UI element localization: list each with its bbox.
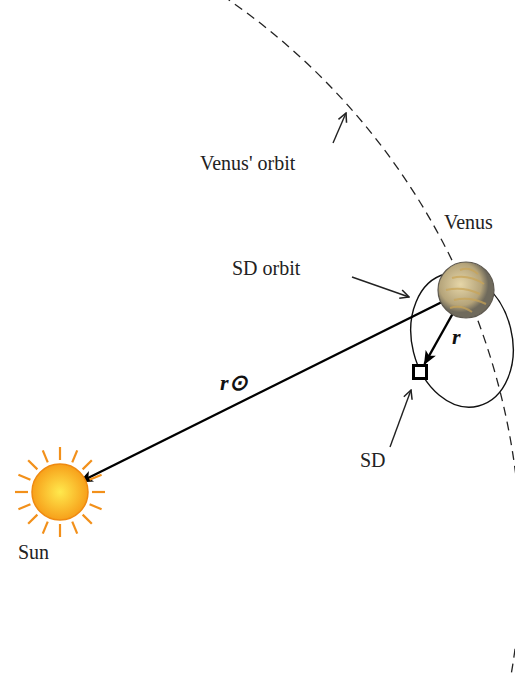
leader-arrow [352, 277, 409, 297]
orbit-label: SD orbit [232, 258, 300, 278]
star-node: Sun [40, 472, 80, 512]
leader-arrow [333, 113, 346, 143]
spacecraft-square [412, 364, 428, 380]
position-vector [80, 295, 456, 482]
sd-orbit-path [397, 262, 515, 418]
body-label: SD [360, 450, 386, 470]
sun-figure [40, 472, 80, 512]
planet-node: Venus [456, 280, 476, 300]
leader-arrow [390, 390, 411, 447]
spacecraft-node: SD [412, 364, 428, 380]
vector-label: r⊙ [220, 372, 247, 394]
venus-figure [456, 280, 476, 300]
body-label: Sun [18, 542, 49, 562]
orbit-label: Venus' orbit [200, 153, 295, 173]
vector-label: r [452, 326, 461, 348]
body-label: Venus [444, 212, 493, 232]
